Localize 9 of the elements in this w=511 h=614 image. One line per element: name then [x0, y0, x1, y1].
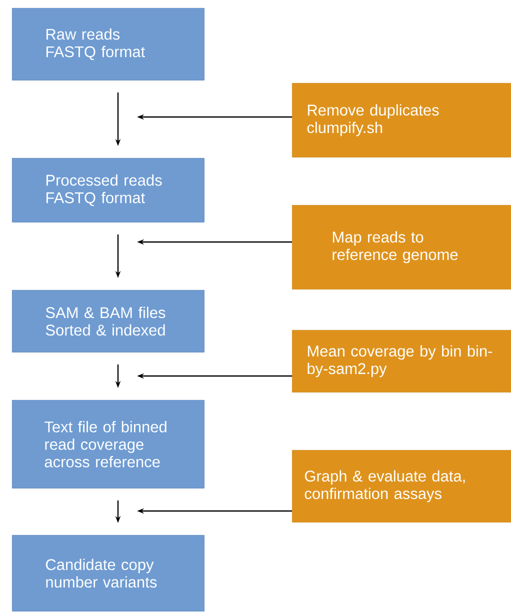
- process-box: Text file of binned read coverage across reference: [12, 400, 204, 488]
- tool-box: Remove duplicates clumpify.sh: [292, 83, 511, 158]
- process-box: SAM & BAM files Sorted & indexed: [12, 290, 204, 352]
- tool-box: Mean coverage by bin bin-by-sam2.py: [292, 330, 511, 392]
- tool-box: Map reads to reference genome: [292, 205, 511, 290]
- process-box: Raw reads FASTQ format: [12, 8, 204, 80]
- tool-box: Graph & evaluate data, confirmation assays: [292, 450, 511, 522]
- process-box: Processed reads FASTQ format: [12, 158, 204, 222]
- process-box: Candidate copy number variants: [12, 535, 204, 612]
